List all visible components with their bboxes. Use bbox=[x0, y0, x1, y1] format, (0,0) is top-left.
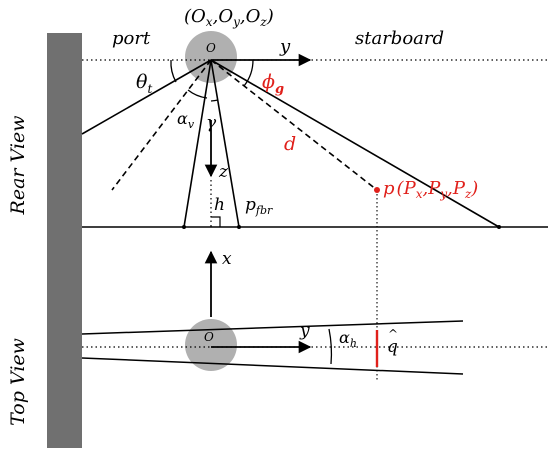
phi-g-arc bbox=[243, 59, 254, 87]
z-axis-label: z bbox=[218, 162, 229, 182]
port-label: port bbox=[112, 28, 151, 49]
hull-wall bbox=[47, 33, 82, 448]
beam-to-point-p-dashed bbox=[210, 59, 378, 191]
beam-port-dashed bbox=[111, 59, 212, 191]
seabed-point-far bbox=[497, 225, 501, 229]
q-hat-label: q bbox=[387, 337, 398, 357]
d-label: d bbox=[284, 133, 296, 155]
gamma-label: γ bbox=[206, 113, 217, 133]
origin-circle-rear bbox=[185, 31, 237, 83]
alpha-v-arc bbox=[187, 89, 208, 99]
point-p-dot bbox=[374, 187, 380, 193]
y-axis-label-top: y bbox=[299, 321, 310, 341]
origin-label-top: O bbox=[204, 330, 214, 344]
point-p-label: p(Px,Py,Pz) bbox=[383, 178, 478, 201]
q-hat-accent: ^ bbox=[388, 327, 398, 341]
origin-circle-top bbox=[185, 319, 237, 371]
horizontal-beam-lower bbox=[81, 357, 464, 375]
h-label: h bbox=[214, 195, 225, 215]
y-axis-label-rear: y bbox=[279, 36, 291, 57]
origin-coords-label: (Ox,Oy,Oz) bbox=[184, 6, 274, 29]
starboard-label: starboard bbox=[355, 28, 444, 49]
theta-t-arc bbox=[170, 59, 177, 83]
alpha-v-label: αv bbox=[177, 109, 195, 131]
rear-view-label: Rear View bbox=[7, 116, 29, 216]
seabed-point-left bbox=[182, 225, 186, 229]
beam-right-vertical bbox=[210, 59, 240, 228]
theta-t-label: θt bbox=[136, 71, 152, 96]
alpha-h-label: αh bbox=[339, 328, 357, 350]
beam-left-vertical bbox=[183, 59, 212, 228]
top-view-label: Top View bbox=[7, 338, 29, 426]
x-axis-label: x bbox=[222, 249, 232, 269]
gamma-arc bbox=[210, 99, 219, 102]
seabed-point-right bbox=[237, 225, 241, 229]
origin-label-rear: O bbox=[206, 41, 216, 55]
p-fbr-label: pfbr bbox=[245, 195, 273, 217]
phi-g-label: ϕg bbox=[262, 71, 284, 97]
beam-port-top bbox=[81, 59, 212, 135]
alpha-h-arc bbox=[328, 328, 333, 365]
beam-starboard-far bbox=[210, 59, 500, 228]
right-angle-marker bbox=[211, 216, 221, 227]
horizontal-beam-upper bbox=[81, 320, 464, 335]
